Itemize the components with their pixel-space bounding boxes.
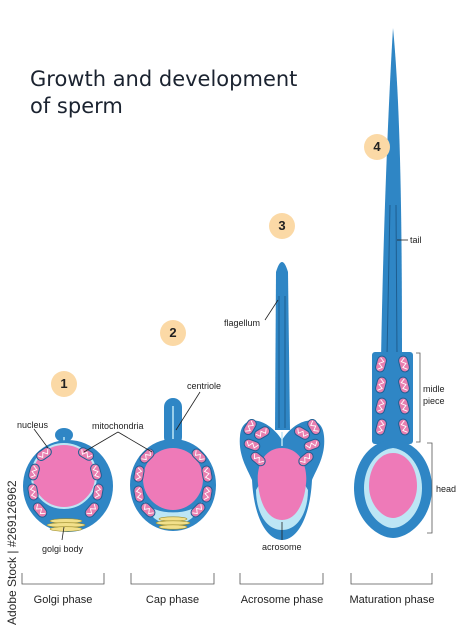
golgi-body (46, 518, 86, 532)
label-mitochondria: mitochondria (92, 421, 144, 431)
label-midle-piece-line-2: piece (423, 396, 445, 406)
label-golgi-body: golgi body (42, 544, 84, 554)
golgi-body (155, 516, 191, 530)
maturation-phase-cell (354, 28, 432, 538)
label-flagellum: flagellum (224, 318, 261, 328)
brackets (21, 352, 433, 585)
phase-label-maturation: Maturation phase (349, 594, 435, 606)
phase-label-acrosome: Acrosome phase (240, 594, 324, 606)
leader-lines (33, 239, 408, 541)
label-head: head (436, 484, 457, 494)
label-nucleus: nucleus (17, 420, 49, 430)
acrosome-phase-cell (239, 262, 325, 540)
watermark: Adobe Stock | #269126962 (5, 480, 19, 625)
label-acrosome: acrosome (262, 542, 302, 552)
golgi-phase-cell (23, 428, 113, 532)
stage-number-badge: 3 (269, 213, 295, 239)
label-centriole: centriole (187, 381, 222, 391)
stage-number-badge: 1 (51, 371, 77, 397)
stage-number-badge: 4 (364, 134, 390, 160)
stage-number-badge: 2 (160, 320, 186, 346)
label-midle-piece-line-1: midle (423, 384, 445, 394)
phase-label-cap: Cap phase (145, 594, 200, 606)
page-title-line-2: of sperm (30, 94, 123, 118)
phase-label-golgi: Golgi phase (33, 594, 93, 606)
cap-phase-cell (130, 398, 216, 531)
page-title-line-1: Growth and development (30, 67, 298, 91)
label-tail: tail (410, 235, 422, 245)
